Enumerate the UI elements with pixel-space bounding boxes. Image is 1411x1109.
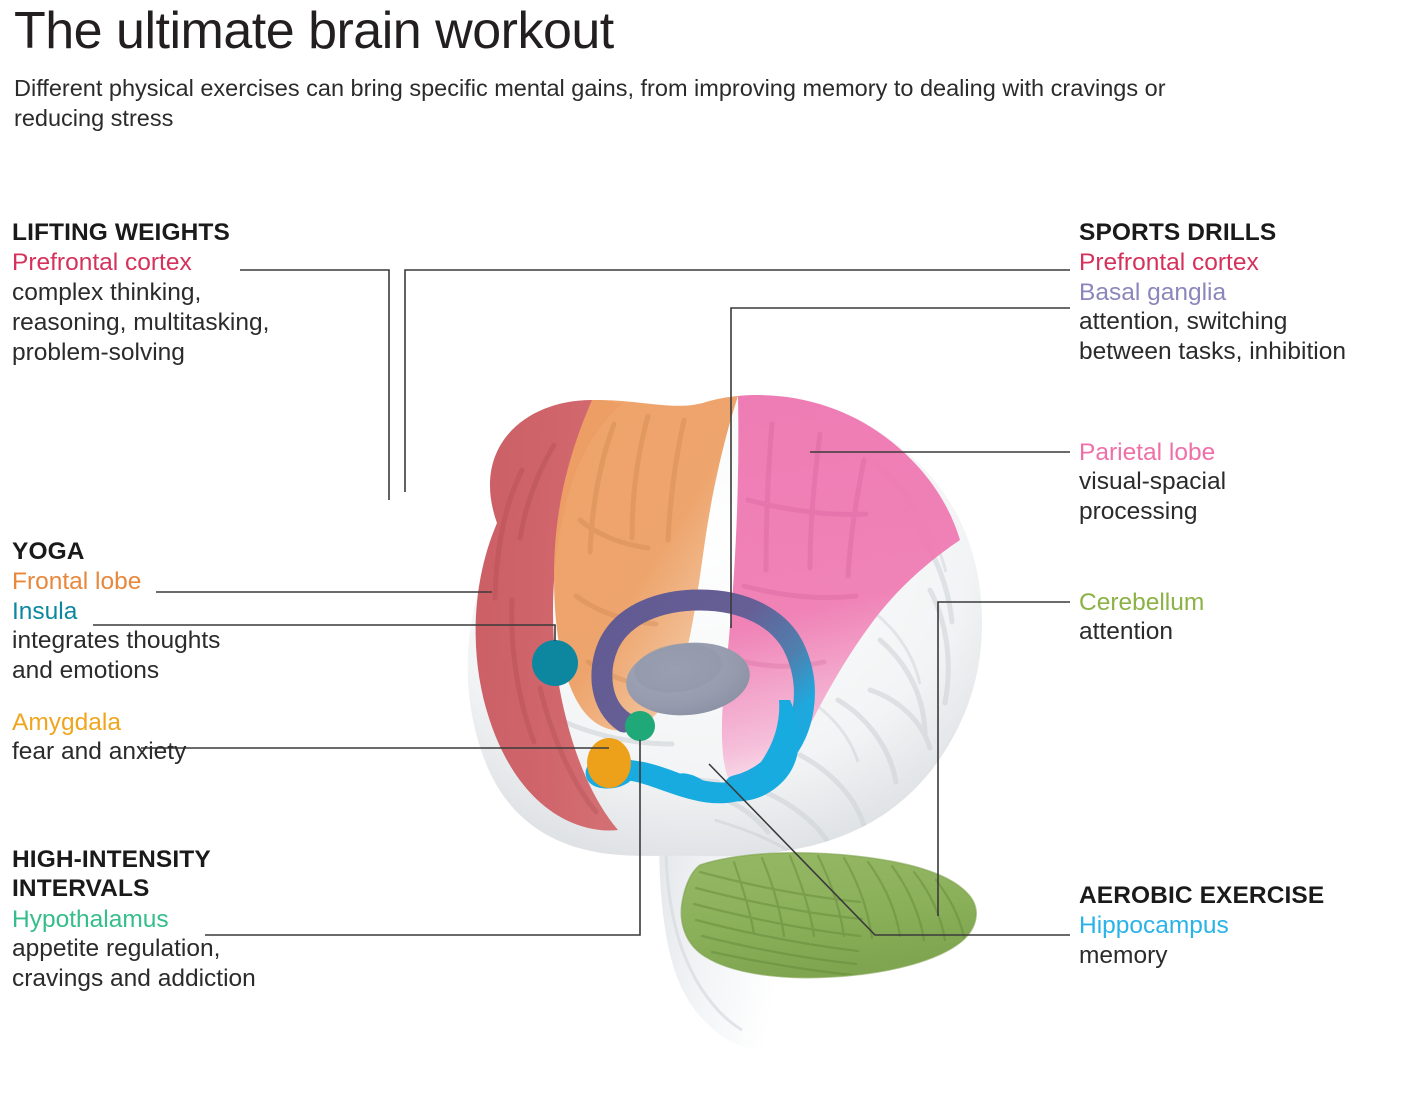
callout-desc-hiit-l1: appetite regulation, <box>12 935 221 963</box>
callout-desc-sports-l2: between tasks, inhibition <box>1079 338 1346 366</box>
marker-hypothalamus <box>625 711 655 741</box>
region-label-cerebellum: Cerebellum <box>1079 589 1205 616</box>
callout-sports-drills: SPORTS DRILLS Prefrontal cortex Basal ga… <box>1079 219 1411 367</box>
region-label-hypothalamus: Hypothalamus <box>12 905 169 933</box>
callout-desc-cerebellum-l1: attention <box>1079 618 1173 646</box>
callout-desc-parietal-l2: processing <box>1079 498 1198 526</box>
region-label-hippocampus: Hippocampus <box>1079 912 1229 940</box>
brain-stem <box>659 820 794 1049</box>
callout-lifting-weights: LIFTING WEIGHTS Prefrontal cortex comple… <box>12 219 372 367</box>
region-parietal-lobe <box>721 395 960 794</box>
callout-category-hiit-l1: HIGH-INTENSITY <box>12 846 211 873</box>
region-prefrontal-cortex <box>475 400 623 831</box>
callout-desc-amygdala-l1: fear and anxiety <box>12 738 187 766</box>
callout-high-intensity-intervals: HIGH-INTENSITY INTERVALS Hypothalamus ap… <box>12 846 372 994</box>
callout-desc-lifting-weights-l1: complex thinking, <box>12 278 202 306</box>
cerebrum-base <box>467 394 983 857</box>
region-label-basal-ganglia: Basal ganglia <box>1079 278 1227 306</box>
callout-category-yoga: YOGA <box>12 538 85 565</box>
region-label-prefrontal-cortex-left: Prefrontal cortex <box>12 249 192 277</box>
callout-desc-yoga-l1: integrates thoughts <box>12 627 221 655</box>
header: The ultimate brain workout Different phy… <box>14 4 1314 133</box>
region-label-frontal-lobe: Frontal lobe <box>12 568 142 596</box>
callout-desc-parietal-l1: visual-spacial <box>1079 468 1227 496</box>
callout-desc-lifting-weights-l2: reasoning, multitasking, <box>12 308 270 336</box>
region-label-parietal-lobe: Parietal lobe <box>1079 439 1216 466</box>
region-frontal-lobe <box>554 396 738 731</box>
marker-insula <box>532 640 578 686</box>
callout-desc-yoga-l2: and emotions <box>12 657 160 685</box>
callout-desc-sports-l1: attention, switching <box>1079 308 1288 336</box>
marker-amygdala <box>587 738 631 788</box>
callout-category-hiit-l2: INTERVALS <box>12 875 150 903</box>
region-label-amygdala: Amygdala <box>12 708 121 736</box>
callout-desc-lifting-weights-l3: problem-solving <box>12 338 185 366</box>
callout-desc-hiit-l2: cravings and addiction <box>12 965 256 993</box>
region-cerebellum <box>680 851 977 979</box>
callout-category-aerobic-exercise: AEROBIC EXERCISE <box>1079 882 1325 909</box>
region-thalamus <box>626 642 750 716</box>
leader-sports-basal-ganglia <box>730 307 1070 628</box>
region-label-prefrontal-cortex-right: Prefrontal cortex <box>1079 249 1259 277</box>
region-label-insula: Insula <box>12 597 78 625</box>
page-title: The ultimate brain workout <box>14 2 614 60</box>
callout-category-lifting-weights: LIFTING WEIGHTS <box>12 219 230 246</box>
region-basal-ganglia-hippocampus <box>585 589 815 804</box>
leader-sports-cerebellum <box>937 601 1070 916</box>
leader-sports-prefrontal <box>404 269 1070 492</box>
callout-yoga: YOGA Frontal lobe Insula integrates thou… <box>12 538 372 767</box>
callout-cerebellum: Cerebellum attention <box>1079 588 1411 647</box>
callout-category-sports-drills: SPORTS DRILLS <box>1079 219 1277 246</box>
leader-aerobic-hippocampus <box>708 763 1070 936</box>
page-subtitle: Different physical exercises can bring s… <box>14 74 1166 131</box>
callout-parietal-lobe: Parietal lobe visual-spacial processing <box>1079 438 1411 527</box>
callout-aerobic-exercise: AEROBIC EXERCISE Hippocampus memory <box>1079 882 1411 971</box>
callout-desc-aerobic-l1: memory <box>1079 941 1168 969</box>
spacer <box>12 686 372 708</box>
